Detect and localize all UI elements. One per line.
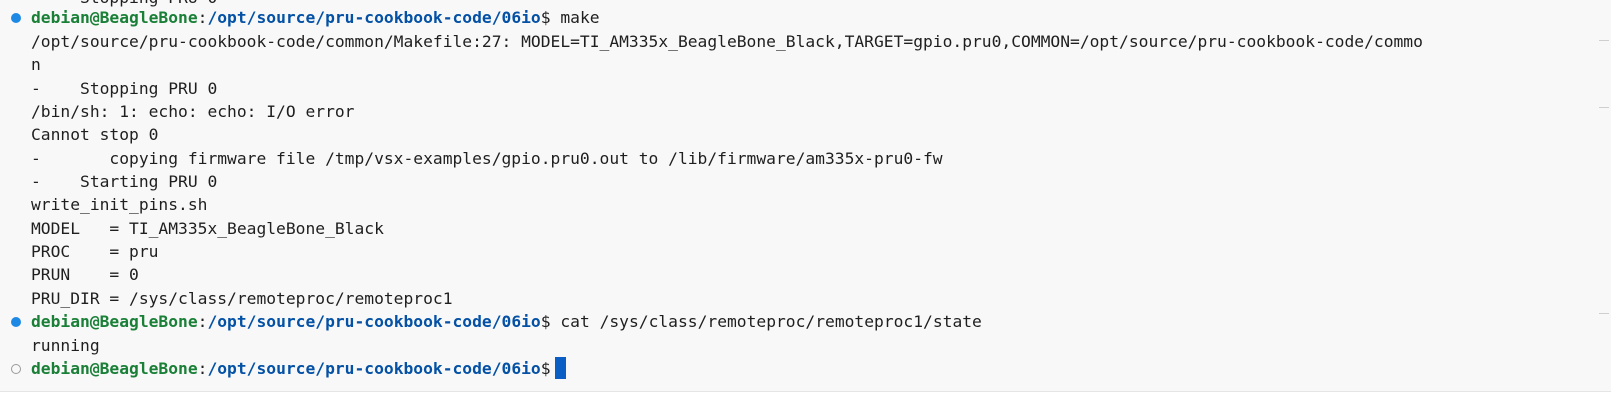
prompt-user-host: debian@BeagleBone (31, 312, 198, 331)
command-text: make (560, 8, 600, 27)
command-success-icon[interactable] (11, 317, 21, 327)
command-success-icon[interactable] (11, 13, 21, 23)
prompt-cwd: /opt/source/pru-cookbook-code/06io (207, 359, 541, 378)
text-cursor (554, 357, 566, 379)
prompt-line-2: debian@BeagleBone:/opt/source/pru-cookbo… (31, 310, 1571, 333)
output-line: PROC = pru (31, 242, 159, 261)
prompt-symbol: $ (540, 359, 551, 378)
output-line: PRUN = 0 (31, 265, 139, 284)
output-line: - copying firmware file /tmp/vsx-example… (31, 149, 943, 168)
prompt-line-1: debian@BeagleBone:/opt/source/pru-cookbo… (31, 6, 1571, 29)
output-line: Cannot stop 0 (31, 125, 159, 144)
prompt-separator: : (197, 312, 208, 331)
prompt-separator: : (197, 359, 208, 378)
scrollbar-marker (1599, 313, 1609, 314)
prompt-cwd: /opt/source/pru-cookbook-code/06io (207, 312, 541, 331)
output-line: /opt/source/pru-cookbook-code/common/Mak… (31, 32, 1423, 51)
output-line: /bin/sh: 1: echo: echo: I/O error (31, 102, 355, 121)
output-line: running (31, 336, 100, 355)
output-line: write_init_pins.sh (31, 195, 208, 214)
prompt-user-host: debian@BeagleBone (31, 8, 198, 27)
output-line: PRU_DIR = /sys/class/remoteproc/remotepr… (31, 289, 453, 308)
prompt-symbol: $ (540, 8, 551, 27)
command-text: cat /sys/class/remoteproc/remoteproc1/st… (560, 312, 982, 331)
terminal-bottom-edge (0, 391, 1611, 402)
scrollbar-marker (1599, 40, 1609, 41)
prompt-separator: : (197, 8, 208, 27)
output-line: - Stopping PRU 0 (31, 79, 218, 98)
scrollbar-marker (1599, 107, 1609, 108)
prompt-cwd: /opt/source/pru-cookbook-code/06io (207, 8, 541, 27)
scrollbar[interactable] (1597, 0, 1611, 402)
output-line: n (31, 55, 41, 74)
prompt-symbol: $ (540, 312, 551, 331)
output-line: MODEL = TI_AM335x_BeagleBone_Black (31, 219, 384, 238)
command-pending-icon[interactable] (11, 364, 21, 374)
terminal-line-partial: - Stopping PRU 0 (31, 0, 1571, 9)
prompt-user-host: debian@BeagleBone (31, 359, 198, 378)
prompt-line-current[interactable]: debian@BeagleBone:/opt/source/pru-cookbo… (31, 357, 1571, 380)
output-line: - Starting PRU 0 (31, 172, 218, 191)
